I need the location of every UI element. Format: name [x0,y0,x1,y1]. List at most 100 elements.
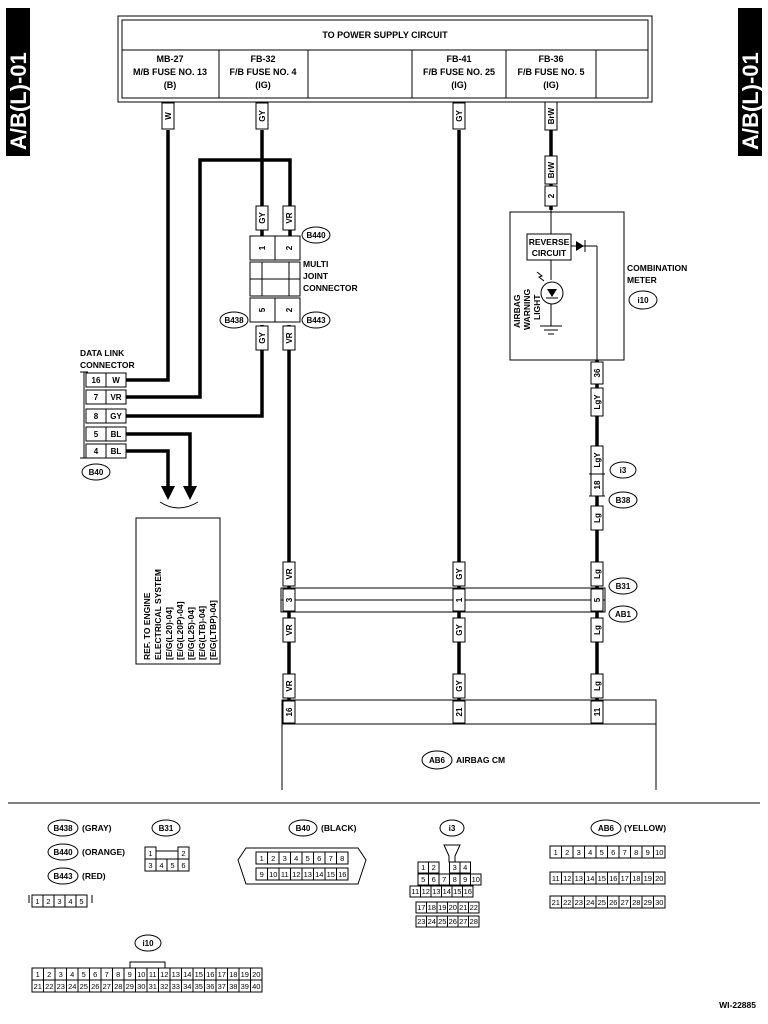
legend-i10-id: i10 [142,939,154,948]
i10-r2-pin-label: 34 [183,982,191,991]
mj-pin-2-bot: 2 [285,307,294,312]
i3-r2-pin-label: 9 [463,875,467,884]
b31-pin-1: 1 [455,597,464,602]
b438-face-pin-3: 3 [57,897,61,906]
i10-r1-pin-label: 19 [241,970,249,979]
b40-bot-cell [336,867,349,881]
i10-r1-pin-label: 10 [137,970,145,979]
fuse-mb27-id: MB-27 [156,54,183,64]
legend-b440-color: (ORANGE) [82,847,125,857]
b31-pin-5: 5 [593,597,602,602]
mj-pin-5: 5 [258,307,267,312]
combination-meter-label-2: METER [627,275,657,285]
i3-r3-pin-label: 13 [432,887,440,896]
dlc-pin-4: 4 [94,447,99,456]
i3-r5-pin-label: 24 [428,917,436,926]
i10-r2-pin-label: 23 [57,982,65,991]
i10-r1-pin-label: 5 [82,970,86,979]
ab6-r3-pin-label: 25 [598,898,606,907]
i3-r1-pin-label: 1 [421,863,425,872]
meter-pin-2-label: 2 [547,193,556,198]
i3-r3-pin-label: 12 [422,887,430,896]
fuse-fb32-type: (IG) [255,80,271,90]
dlc-pin-16: 16 [92,376,101,385]
i10-r1-pin-label: 17 [218,970,226,979]
wire-label-vr-b440: VR [285,212,294,223]
conn-b443: B443 [306,316,326,325]
dlc-wire-bl-4: BL [111,447,122,456]
b40-top-pin-label: 6 [317,854,321,863]
dlc-pin-8: 8 [94,412,99,421]
dlc-pin-7: 7 [94,393,99,402]
reference-box: REF. TO ENGINE ELECTRICAL SYSTEM [E/G(L2… [135,517,221,665]
legend-ab6-id: AB6 [598,824,615,833]
ab6-r3-pin-label: 30 [655,898,663,907]
ab6-r3-pin-label: 24 [586,898,594,907]
ab6-r3-pin-label: 23 [575,898,583,907]
b40-top-cell [336,851,349,865]
ab6-r3-pin-label: 27 [621,898,629,907]
fuse-fb41-name: F/B FUSE NO. 25 [423,67,495,77]
b31-face-pin-2: 2 [181,849,185,858]
wire-label-gy-b438: GY [258,332,267,344]
b31-face: 1 2 3 4 5 6 [144,846,190,872]
b31-face-pin-1: 1 [148,849,152,858]
i10-r2-pin-label: 35 [195,982,203,991]
multi-joint-label-3: CONNECTOR [303,283,358,293]
ab6-r1-pin-label: 10 [655,848,663,857]
wire-label-w: W [164,112,173,120]
diode-icon [576,241,584,251]
i10-r2-pin-label: 25 [80,982,88,991]
i10-r2-pin-label: 33 [172,982,180,991]
ref-line-1: REF. TO ENGINE [142,592,152,660]
ab6-pin-11: 11 [593,707,602,716]
reverse-circuit-label-2: CIRCUIT [532,248,567,258]
ab6-r1-pin-label: 3 [577,848,581,857]
fuse-mb27-name: M/B FUSE NO. 13 [133,67,207,77]
ab6-r1-pin-label: 2 [565,848,569,857]
b40-bot-pin-label: 10 [269,870,277,879]
ab6-r1-pin-label: 1 [554,848,558,857]
b40-bot-pin-label: 11 [281,870,289,879]
airbag-light-label-1: AIRBAG [512,294,522,328]
wire-label-gy-b440: GY [258,212,267,224]
legend-b438-id: B438 [53,824,73,833]
fuse-fb41-type: (IG) [451,80,467,90]
b40-bot-pin-label: 12 [292,870,300,879]
wire-bl-5 [125,432,192,488]
i3-r5-pin-label: 27 [459,917,467,926]
dlc-wire-w: W [112,376,120,385]
page-tab-right-label: A/B(L)-01 [738,52,763,150]
i3-r5-pin-label: 23 [417,917,425,926]
i3-r4-pin-label: 17 [417,903,425,912]
i10-r2-pin-label: 26 [91,982,99,991]
conn-b40: B40 [89,468,104,477]
data-link-connector: DATA LINK CONNECTOR 16 W 7 VR 8 GY 5 BL … [80,348,135,459]
meter-pin-2: 2 [544,185,558,207]
ab6-pin-21: 21 [455,707,464,716]
b40-bot-pin-label: 13 [304,870,312,879]
ref-line-5: [E/G(L25)-04] [186,607,196,660]
b31-ab1-connector: 3 1 5 [280,587,606,613]
reverse-circuit-label-1: REVERSE [529,237,570,247]
wire-label-gy-b31: GY [455,568,464,580]
legend-b443-color: (RED) [82,871,106,881]
i3-r3-pin-label: 15 [453,887,461,896]
wire-label-brw-mid: BrW [547,161,556,178]
wire-label-brw-top: BrW [547,107,556,124]
i3-r2-pin-label: 6 [432,875,436,884]
combination-meter-label-1: COMBINATION [627,263,687,273]
ab6-r2-pin-label: 13 [575,874,583,883]
wire-label-vr-b443: VR [285,332,294,343]
b40-top-pin-label: 8 [340,854,344,863]
ab6-r2-pin-label: 20 [655,874,663,883]
i10-r2-pin-label: 36 [206,982,214,991]
b31-face-pin-6: 6 [181,861,185,870]
legend-b443-id: B443 [53,872,73,881]
conn-i3: i3 [620,466,627,475]
i10-r2-pin-label: 22 [45,982,53,991]
ab6-pin-16: 16 [285,707,294,716]
